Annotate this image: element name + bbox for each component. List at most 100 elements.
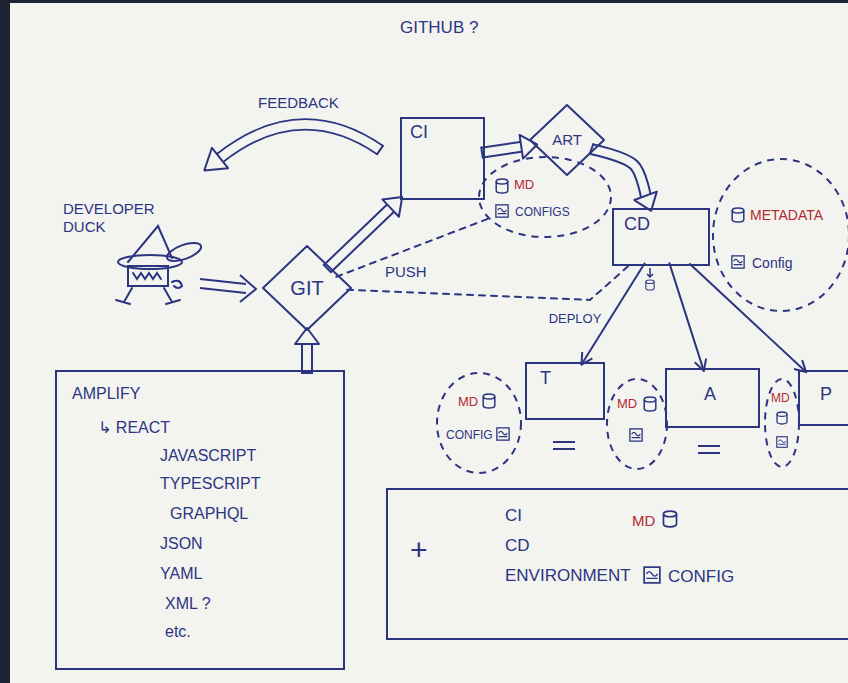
arrow-label: PUSH bbox=[382, 263, 430, 281]
artifact-label: MD bbox=[458, 394, 478, 410]
diamond-shape bbox=[530, 105, 604, 175]
cloud-shape bbox=[713, 159, 848, 311]
cloud-shape bbox=[437, 373, 521, 473]
tech-item: XML ? bbox=[165, 594, 211, 613]
arrow-note: FEEDBACK bbox=[258, 94, 339, 112]
heading-note: GITHUB ? bbox=[400, 18, 478, 38]
laptop-scribble bbox=[133, 273, 161, 279]
tech-item: ↳ REACT bbox=[98, 418, 170, 437]
cloud-shape bbox=[479, 157, 611, 237]
tech-stack-box: AMPLIFY ↳ REACT JAVASCRIPT TYPESCRIPT GRAPHQ… bbox=[55, 370, 345, 670]
block-arrow-outline bbox=[591, 149, 645, 197]
artifact-label: METADATA bbox=[750, 207, 823, 224]
stage-label: CD bbox=[624, 214, 650, 236]
stage-label: GIT bbox=[290, 276, 323, 300]
config-icon bbox=[777, 437, 788, 448]
stage-label: A bbox=[704, 384, 716, 406]
artifact-cloud: MD CONFIGS bbox=[478, 156, 612, 238]
board-frame bbox=[0, 0, 848, 3]
artifact-label: CONFIG bbox=[446, 428, 493, 442]
metadata-icon bbox=[777, 412, 787, 424]
duck-hand bbox=[172, 281, 182, 288]
artifact-label: MD bbox=[617, 396, 637, 412]
arrow-head bbox=[520, 135, 538, 159]
duck-bill bbox=[165, 239, 204, 264]
config-icon bbox=[497, 428, 509, 440]
arrow-line bbox=[690, 264, 806, 372]
summary-box: +CICDENVIRONMENTMDCONFIG bbox=[386, 488, 848, 640]
summary-item: CONFIG bbox=[668, 567, 734, 587]
tech-item: etc. bbox=[165, 622, 191, 641]
environment-box: P bbox=[798, 370, 848, 426]
arrow-line bbox=[669, 263, 703, 371]
metadata-icon bbox=[644, 397, 656, 411]
metadata-icon bbox=[496, 179, 508, 193]
block-arrow-tail bbox=[301, 372, 313, 374]
artifact-label: MD bbox=[514, 177, 534, 193]
double-arrow-head bbox=[240, 275, 256, 302]
config-icon bbox=[630, 429, 642, 441]
tech-item: JSON bbox=[160, 534, 203, 553]
cloud-shape bbox=[765, 379, 799, 467]
diamond-shape bbox=[263, 246, 351, 330]
stage-label: CI bbox=[410, 122, 428, 144]
equal-marks bbox=[553, 442, 720, 453]
package-icon bbox=[646, 280, 654, 290]
artifact-cloud: MD bbox=[606, 378, 668, 470]
feedback-shaft bbox=[220, 124, 380, 158]
environment-box: T bbox=[525, 362, 605, 420]
summary-item: + bbox=[410, 532, 428, 568]
flow-arrow bbox=[589, 144, 656, 211]
cloud-shape bbox=[607, 379, 667, 469]
developer-duck bbox=[116, 226, 203, 304]
cloud-outline bbox=[478, 156, 612, 238]
summary-item: ENVIRONMENT bbox=[505, 566, 631, 586]
config-icon bbox=[496, 205, 508, 217]
block-arrow-inner bbox=[303, 343, 311, 373]
config-icon bbox=[644, 567, 660, 583]
double-arrow-shaft bbox=[200, 279, 246, 293]
summary-item: CD bbox=[505, 536, 530, 556]
feedback-tail bbox=[377, 145, 384, 155]
block-arrow-outline bbox=[482, 147, 522, 153]
repo-diamond: GIT bbox=[262, 245, 352, 331]
block-arrow-tail bbox=[481, 147, 483, 159]
artifact-label: MD bbox=[771, 391, 790, 405]
arrow-label: DEPLOY bbox=[546, 311, 605, 327]
stage-label: ART bbox=[552, 131, 582, 149]
summary-item: MD bbox=[632, 512, 655, 530]
flow-arrow bbox=[481, 135, 537, 159]
block-arrow-outline bbox=[301, 343, 313, 373]
artifact-label: Config bbox=[752, 255, 792, 272]
tech-item: TYPESCRIPT bbox=[160, 474, 260, 493]
actor-label: DEVELOPER DUCK bbox=[63, 200, 163, 236]
block-arrow-inner bbox=[482, 147, 522, 153]
laptop bbox=[128, 266, 168, 286]
tech-item: AMPLIFY bbox=[72, 384, 140, 403]
artifact-cloud: MD bbox=[764, 378, 800, 468]
feedback-head bbox=[204, 148, 228, 171]
pipeline-box: CI bbox=[400, 117, 485, 200]
block-arrow-inner bbox=[591, 149, 645, 197]
arrow-head bbox=[382, 197, 402, 217]
flow-arrow bbox=[690, 264, 806, 372]
flow-arrow bbox=[669, 263, 706, 371]
metadata-icon bbox=[732, 208, 744, 222]
config-icon bbox=[732, 256, 744, 268]
artifact-cloud: METADATA Config bbox=[712, 158, 848, 312]
tech-item: YAML bbox=[160, 564, 202, 583]
package-arrow bbox=[647, 268, 653, 277]
data-icons bbox=[483, 179, 787, 583]
board-frame bbox=[0, 0, 10, 683]
artifact-label: CONFIGS bbox=[515, 205, 570, 219]
stage-label: P bbox=[820, 384, 832, 406]
artifact-diamond: ART bbox=[529, 104, 605, 176]
metadata-icon bbox=[483, 394, 495, 408]
tech-item: GRAPHQL bbox=[170, 504, 248, 523]
tech-item: JAVASCRIPT bbox=[160, 446, 256, 465]
duck-feet bbox=[116, 288, 180, 304]
feedback-shaft-inner bbox=[220, 124, 380, 158]
stage-label: T bbox=[540, 368, 551, 390]
